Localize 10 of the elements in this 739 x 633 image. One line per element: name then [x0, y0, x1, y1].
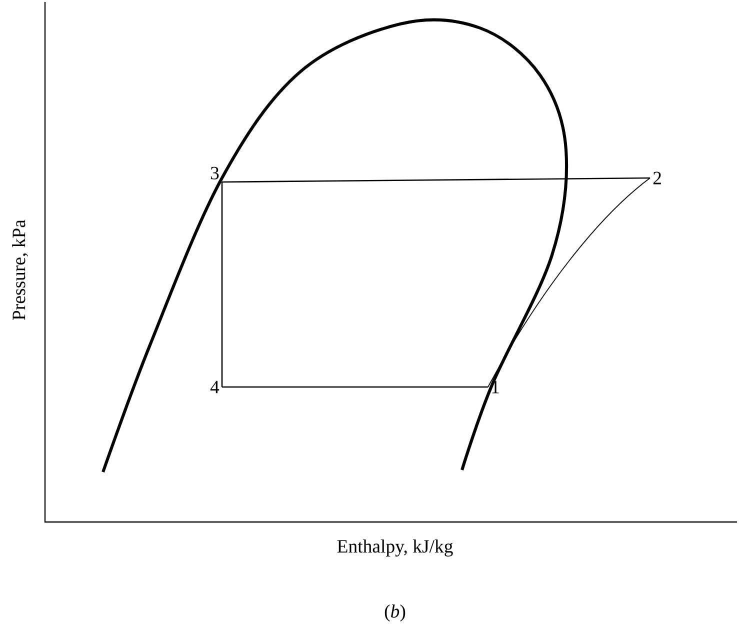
caption: (b)	[384, 604, 406, 622]
point-label: 3	[210, 166, 219, 180]
axis-label: Pressure, kPa	[12, 220, 28, 320]
point-label: 4	[210, 380, 220, 394]
point-label: 2	[653, 172, 661, 184]
cycle-line	[488, 178, 650, 388]
cycle-line	[222, 177, 650, 183]
cycle-line	[222, 386, 488, 388]
axis-label: Enthalpy, kJ/kg	[337, 539, 453, 557]
cycle-line	[221, 182, 223, 387]
